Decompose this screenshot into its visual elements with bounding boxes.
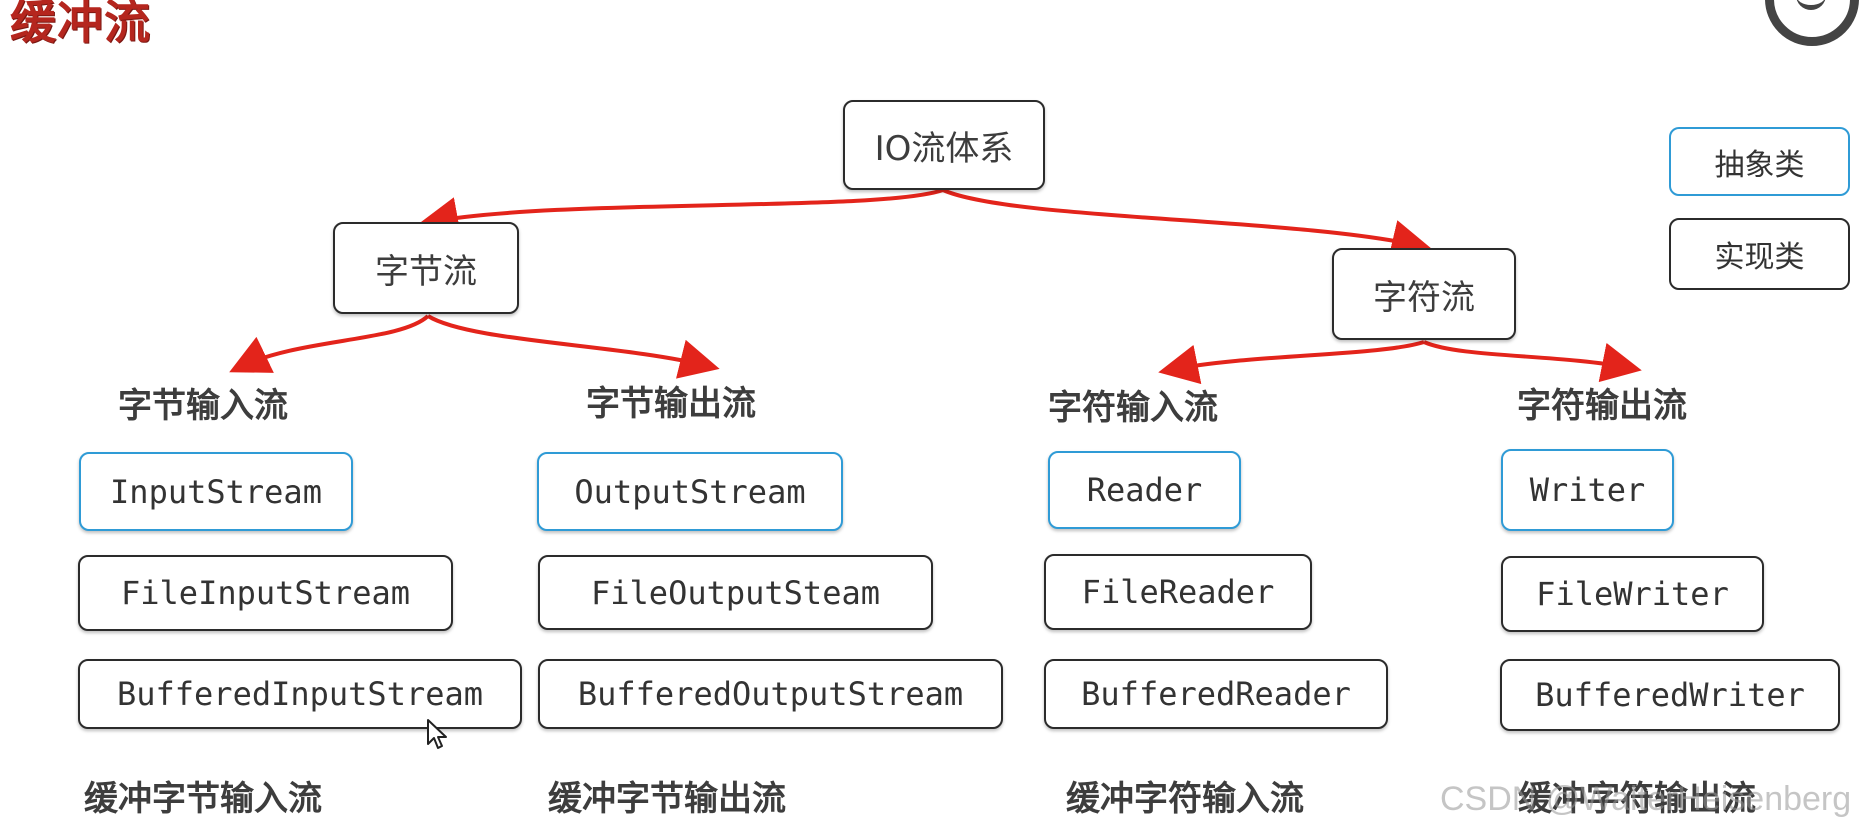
char-stream-node: 字符流 bbox=[1332, 248, 1516, 340]
heading-char-output: 字符输出流 bbox=[1517, 386, 1687, 426]
class-buffered-output-stream: BufferedOutputStream bbox=[538, 659, 1003, 729]
caption-byte-input: 缓冲字节输入流 bbox=[84, 779, 322, 819]
caption-char-output: 缓冲字符输出流 bbox=[1518, 779, 1756, 819]
byte-stream-node: 字节流 bbox=[333, 222, 519, 314]
legend-concrete: 实现类 bbox=[1669, 218, 1850, 290]
arrow-byte-to-output bbox=[426, 314, 720, 379]
class-file-reader: FileReader bbox=[1044, 554, 1312, 630]
class-file-writer: FileWriter bbox=[1501, 556, 1764, 632]
arrow-byte-to-input bbox=[229, 314, 430, 373]
mouse-cursor-icon bbox=[427, 719, 447, 749]
class-file-input-stream: FileInputStream bbox=[78, 555, 453, 631]
watermark: CSDN @WalterHeisenberg bbox=[1440, 780, 1852, 818]
class-reader: Reader bbox=[1048, 451, 1241, 529]
caption-char-input: 缓冲字符输入流 bbox=[1066, 779, 1304, 819]
slide-title: 缓冲流 bbox=[10, 0, 151, 49]
arrow-char-to-output bbox=[1423, 340, 1642, 383]
class-writer: Writer bbox=[1501, 449, 1674, 531]
class-buffered-writer: BufferedWriter bbox=[1500, 659, 1840, 731]
arrow-root-to-char bbox=[942, 188, 1432, 260]
root-node: IO流体系 bbox=[843, 100, 1045, 190]
class-output-stream: OutputStream bbox=[537, 452, 843, 531]
class-file-output-steam: FileOutputSteam bbox=[538, 555, 933, 630]
class-input-stream: InputStream bbox=[79, 452, 353, 531]
arrow-char-to-input bbox=[1158, 340, 1425, 385]
class-buffered-input-stream: BufferedInputStream bbox=[78, 659, 522, 729]
arrow-root-to-byte bbox=[418, 188, 944, 237]
caption-byte-output: 缓冲字节输出流 bbox=[548, 779, 786, 819]
heading-byte-output: 字节输出流 bbox=[586, 384, 756, 424]
heading-byte-input: 字节输入流 bbox=[118, 386, 288, 426]
legend-abstract: 抽象类 bbox=[1669, 127, 1850, 196]
heading-char-input: 字符输入流 bbox=[1048, 388, 1218, 428]
class-buffered-reader: BufferedReader bbox=[1044, 659, 1388, 729]
